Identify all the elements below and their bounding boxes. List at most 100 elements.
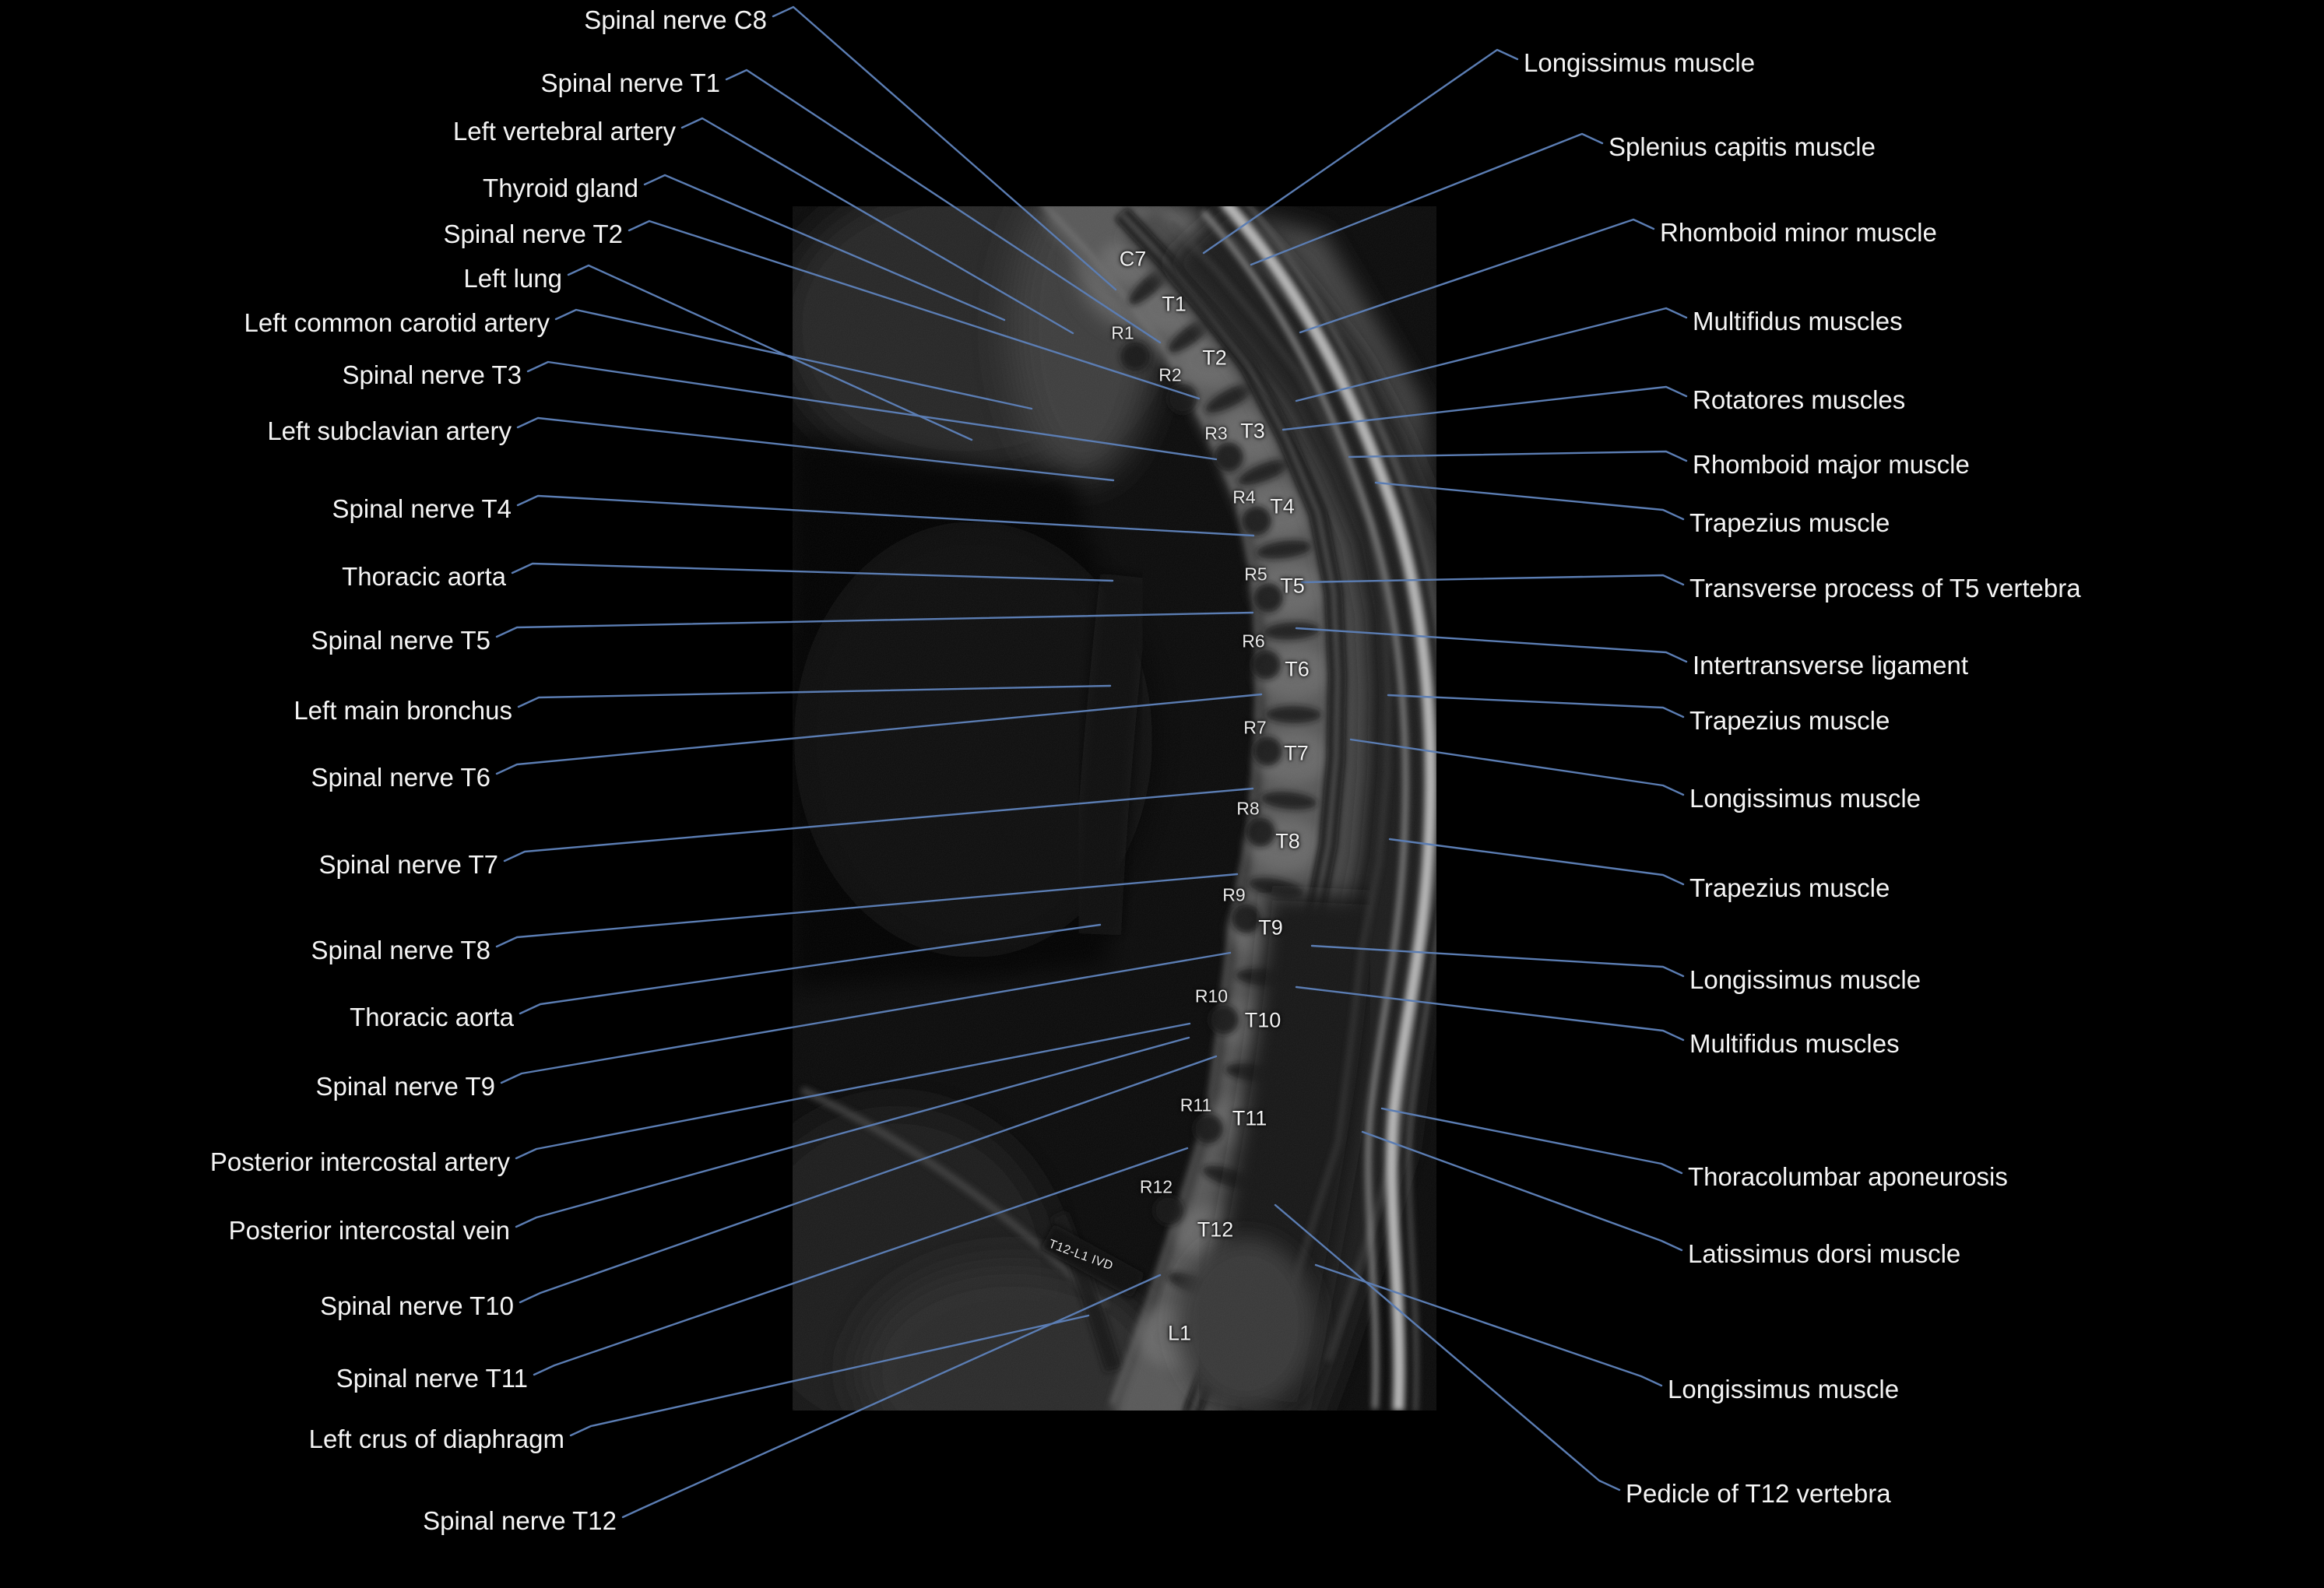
leader-line-right-rhomboid-minor-muscle — [1299, 218, 1655, 334]
leader-line-right-longissimus-muscle — [1310, 944, 1685, 978]
left-label-posterior-intercostal-vein: Posterior intercostal vein — [228, 1216, 510, 1245]
left-label-spinal-nerve-t6: Spinal nerve T6 — [311, 763, 490, 792]
leader-line-right-multifidus-muscles — [1295, 307, 1688, 402]
left-label-thyroid-gland: Thyroid gland — [483, 174, 638, 202]
left-label-spinal-nerve-t7: Spinal nerve T7 — [318, 850, 498, 879]
right-label-longissimus-muscle: Longissimus muscle — [1668, 1375, 1900, 1404]
left-label-thoracic-aorta: Thoracic aorta — [350, 1003, 514, 1031]
left-label-left-main-bronchus: Left main bronchus — [294, 696, 512, 725]
leader-line-left-spinal-nerve-t3 — [526, 360, 1218, 461]
vertebra-label-t3: T3 — [1240, 419, 1265, 443]
left-label-spinal-nerve-t10: Spinal nerve T10 — [320, 1291, 514, 1320]
vertebra-label-t11: T11 — [1232, 1106, 1267, 1130]
left-label-left-common-carotid-artery: Left common carotid artery — [244, 308, 550, 337]
leader-line-right-transverse-process-of-t5-vertebra — [1300, 574, 1685, 586]
right-label-thoracolumbar-aponeurosis: Thoracolumbar aponeurosis — [1688, 1162, 2008, 1191]
rib-label-r11: R11 — [1180, 1094, 1212, 1115]
vertebra-label-t9: T9 — [1258, 915, 1283, 940]
leader-line-left-left-vertebral-artery — [680, 117, 1074, 335]
leader-line-left-spinal-nerve-t11 — [533, 1147, 1189, 1376]
rib-label-r12: R12 — [1139, 1176, 1173, 1197]
leader-line-left-spinal-nerve-t2 — [628, 220, 1201, 400]
right-label-longissimus-muscle: Longissimus muscle — [1689, 784, 1921, 813]
leader-lines — [495, 5, 1688, 1519]
vertebra-label-t4: T4 — [1270, 494, 1295, 518]
left-label-spinal-nerve-t1: Spinal nerve T1 — [540, 69, 720, 97]
leader-line-right-longissimus-muscle — [1202, 48, 1519, 255]
leader-line-right-intertransverse-ligament — [1295, 627, 1688, 663]
left-label-spinal-nerve-c8: Spinal nerve C8 — [584, 5, 767, 34]
vertebra-label-t6: T6 — [1285, 657, 1310, 681]
right-label-rhomboid-major-muscle: Rhomboid major muscle — [1693, 450, 1970, 479]
rib-label-r3: R3 — [1204, 423, 1228, 444]
rib-label-r6: R6 — [1242, 631, 1265, 652]
right-label-trapezius-muscle: Trapezius muscle — [1689, 508, 1890, 537]
leader-line-left-spinal-nerve-t8 — [495, 873, 1239, 948]
left-label-spinal-nerve-t8: Spinal nerve T8 — [311, 936, 490, 964]
leader-line-left-spinal-nerve-t4 — [516, 494, 1255, 537]
left-label-spinal-nerve-t11: Spinal nerve T11 — [336, 1364, 528, 1393]
leader-line-left-posterior-intercostal-vein — [515, 1036, 1190, 1228]
vertebra-label-t7: T7 — [1284, 741, 1309, 765]
leader-line-left-left-subclavian-artery — [516, 416, 1115, 482]
right-label-longissimus-muscle: Longissimus muscle — [1689, 965, 1921, 994]
left-label-thoracic-aorta: Thoracic aorta — [342, 562, 506, 591]
vertebra-label-t8: T8 — [1275, 829, 1300, 853]
mri-scan — [793, 206, 1436, 1411]
leader-line-left-left-lung — [567, 264, 973, 441]
right-label-rhomboid-minor-muscle: Rhomboid minor muscle — [1660, 218, 1937, 247]
right-label-splenius-capitis-muscle: Splenius capitis muscle — [1609, 132, 1876, 161]
leader-line-left-spinal-nerve-c8 — [772, 5, 1117, 291]
rib-label-r7: R7 — [1243, 717, 1267, 738]
left-label-left-vertebral-artery: Left vertebral artery — [452, 117, 676, 146]
vertebra-label-c7: C7 — [1119, 247, 1147, 271]
left-label-left-lung: Left lung — [463, 264, 562, 293]
right-label-multifidus-muscles: Multifidus muscles — [1689, 1029, 1900, 1058]
right-label-transverse-process-of-t5-vertebra: Transverse process of T5 vertebra — [1689, 574, 2081, 603]
leader-line-left-spinal-nerve-t1 — [725, 69, 1162, 344]
mri-noise-texture — [793, 206, 1436, 1411]
leader-line-left-spinal-nerve-t12 — [621, 1274, 1162, 1519]
vertebra-label-t5: T5 — [1280, 574, 1305, 598]
right-label-trapezius-muscle: Trapezius muscle — [1689, 706, 1890, 735]
leader-line-right-thoracolumbar-aponeurosis — [1380, 1107, 1683, 1175]
leader-line-left-spinal-nerve-t6 — [495, 693, 1263, 775]
leader-line-right-trapezius-muscle — [1387, 694, 1685, 718]
leader-line-left-thyroid-gland — [643, 174, 1006, 321]
vertebra-label-l1: L1 — [1167, 1321, 1192, 1345]
left-label-spinal-nerve-t2: Spinal nerve T2 — [443, 220, 623, 248]
leader-line-left-spinal-nerve-t9 — [500, 951, 1232, 1084]
leader-line-right-rhomboid-major-muscle — [1348, 450, 1688, 462]
rib-label-r10: R10 — [1194, 985, 1229, 1007]
leader-line-right-rotatores-muscles — [1282, 385, 1688, 431]
left-label-spinal-nerve-t3: Spinal nerve T3 — [342, 360, 522, 389]
left-label-spinal-nerve-t4: Spinal nerve T4 — [332, 494, 512, 523]
right-label-longissimus-muscle: Longissimus muscle — [1524, 48, 1756, 77]
leader-line-left-thoracic-aorta — [519, 923, 1102, 1015]
rib-label-r8: R8 — [1236, 798, 1260, 819]
right-label-pedicle-of-t12-vertebra: Pedicle of T12 vertebra — [1626, 1479, 1891, 1508]
left-label-posterior-intercostal-artery: Posterior intercostal artery — [209, 1147, 510, 1176]
leader-line-right-multifidus-muscles — [1295, 985, 1685, 1042]
vertebra-label-t10: T10 — [1244, 1008, 1282, 1032]
leader-line-left-left-crus-of-diaphragm — [569, 1314, 1090, 1437]
right-label-latissimus-dorsi-muscle: Latissimus dorsi muscle — [1688, 1239, 1961, 1268]
rib-label-r2: R2 — [1158, 364, 1182, 385]
leader-line-left-spinal-nerve-t7 — [503, 787, 1254, 863]
vertebra-label-t1: T1 — [1162, 292, 1187, 316]
rib-label-r9: R9 — [1222, 884, 1246, 905]
leader-line-left-thoracic-aorta — [511, 562, 1114, 582]
vertebra-label-t2: T2 — [1202, 346, 1227, 370]
vertebra-label-t12: T12 — [1197, 1217, 1234, 1242]
leader-line-left-left-main-bronchus — [517, 684, 1112, 708]
leader-line-right-trapezius-muscle — [1388, 838, 1685, 886]
leader-line-right-splenius-capitis-muscle — [1250, 132, 1604, 266]
leader-line-left-spinal-nerve-t10 — [519, 1055, 1218, 1304]
leader-line-right-longissimus-muscle — [1349, 738, 1685, 796]
left-label-spinal-nerve-t5: Spinal nerve T5 — [311, 626, 490, 655]
left-label-spinal-nerve-t12: Spinal nerve T12 — [423, 1506, 617, 1535]
right-label-rotatores-muscles: Rotatores muscles — [1693, 385, 1906, 414]
leader-line-left-left-common-carotid-artery — [554, 308, 1033, 410]
leader-line-left-spinal-nerve-t5 — [495, 611, 1254, 638]
